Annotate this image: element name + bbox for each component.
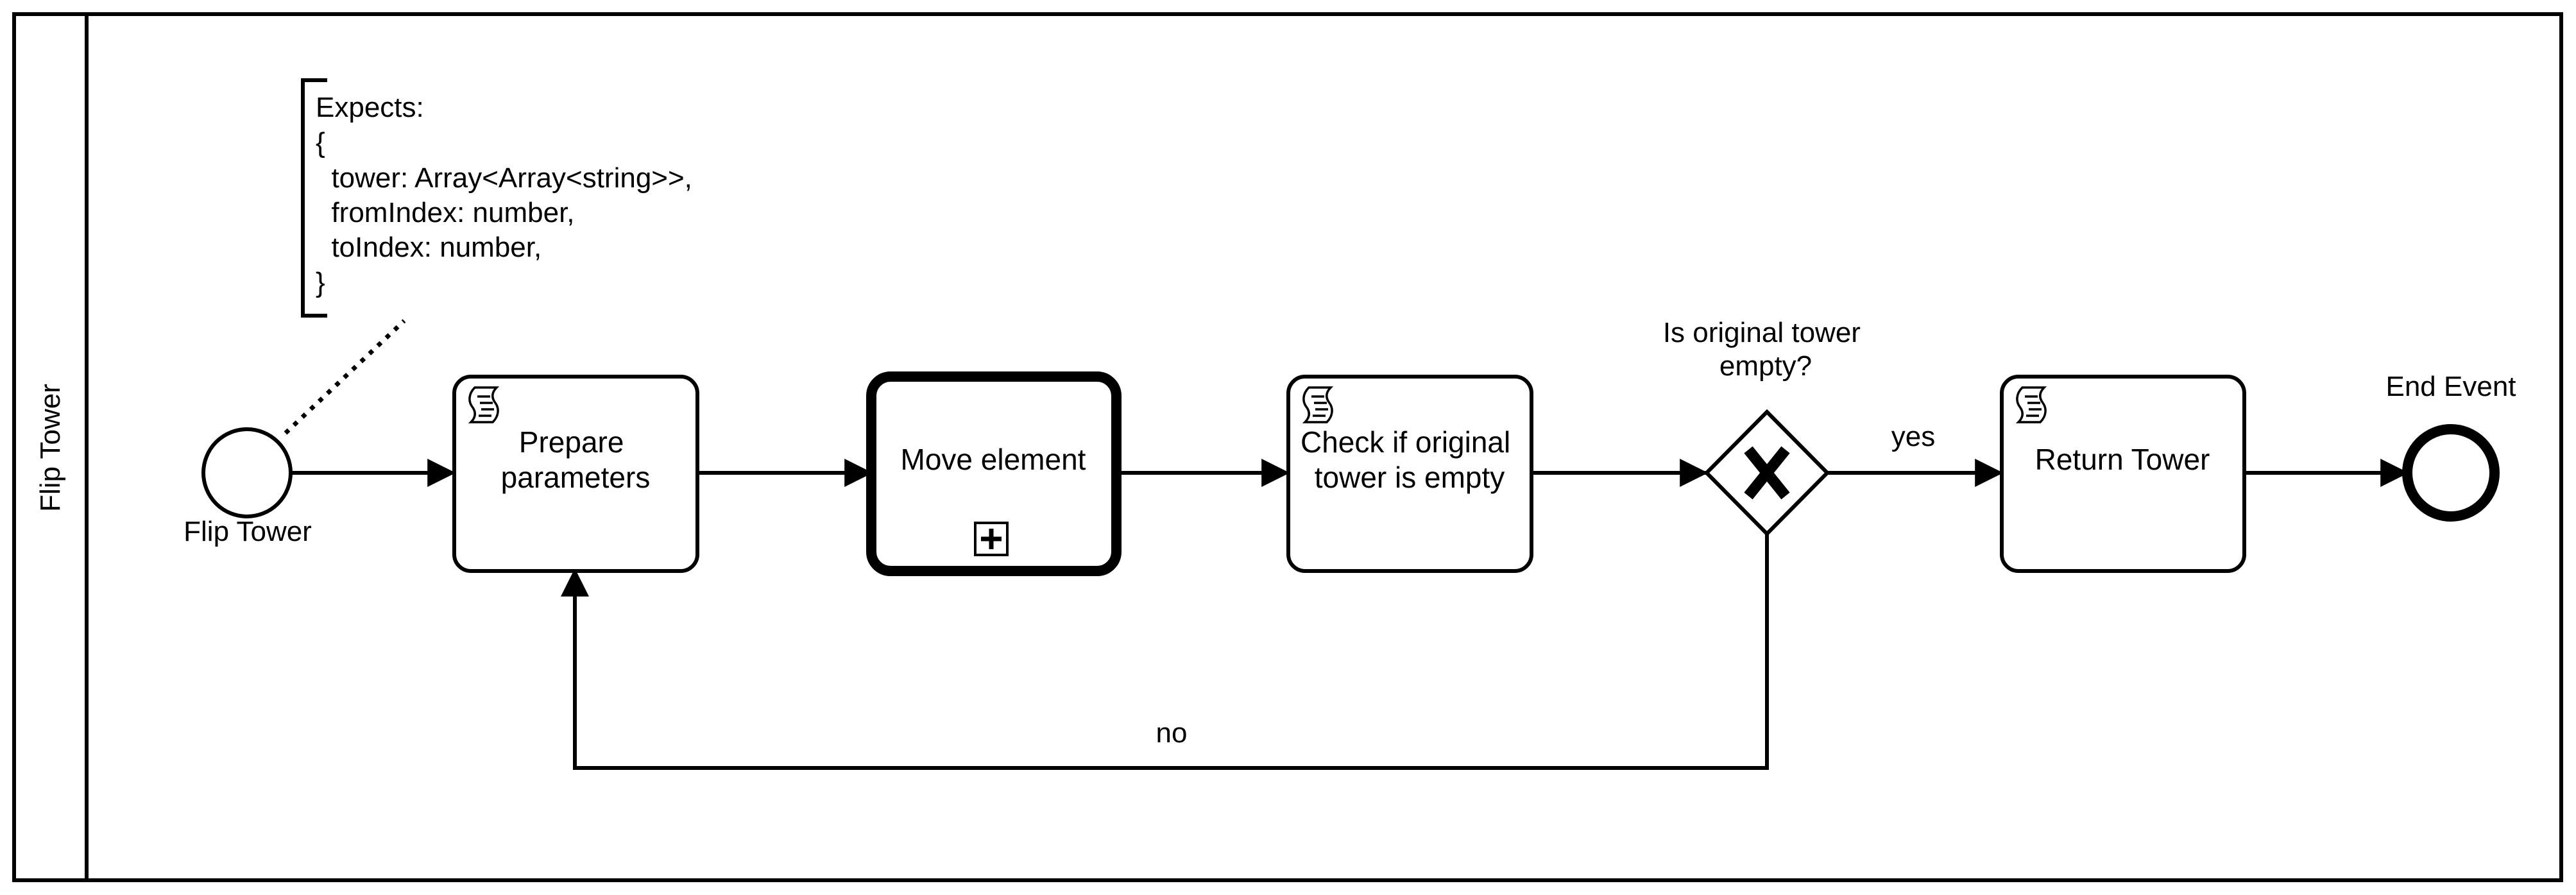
task-label: Return Tower <box>2035 443 2210 476</box>
annotation-line: fromIndex: number, <box>316 197 575 228</box>
end-event-label: End Event <box>2385 371 2516 402</box>
subprocess-label: Move element <box>901 443 1086 476</box>
text-annotation[interactable]: Expects: { tower: Array<Array<string>>, … <box>301 78 700 318</box>
gateway-label: empty? <box>1719 350 1812 382</box>
annotation-line: tower: Array<Array<string>>, <box>316 162 692 194</box>
gateway-label: Is original tower <box>1663 317 1861 348</box>
task-label: tower is empty <box>1315 461 1505 494</box>
flow-label-yes: yes <box>1891 421 1935 452</box>
annotation-line: } <box>316 267 325 298</box>
subprocess-expand-icon[interactable] <box>974 522 1009 556</box>
task-label: Prepare <box>519 425 624 459</box>
start-event-label: Flip Tower <box>183 516 312 547</box>
task-label: parameters <box>501 461 651 494</box>
task-prepare-parameters[interactable]: Prepare parameters <box>452 375 699 573</box>
annotation-association <box>284 319 406 435</box>
sequence-flows <box>291 459 2409 770</box>
task-check-tower-empty[interactable]: Check if original tower is empty <box>1286 375 1533 573</box>
svg-text:Is original tower empty?: Is original tower empty? <box>1663 317 1868 382</box>
pool-label: Flip Tower <box>35 384 66 512</box>
task-label: Check if original <box>1301 425 1510 459</box>
flow-label-no: no <box>1156 717 1188 749</box>
end-event[interactable] <box>2402 424 2500 522</box>
annotation-line: { <box>316 127 325 158</box>
annotation-line: toIndex: number, <box>316 232 542 263</box>
script-icon <box>468 386 500 423</box>
annotation-line: Expects: <box>316 92 424 123</box>
svg-text:Check if original tower: Check if original tower is empty <box>1301 425 1519 494</box>
start-event[interactable] <box>201 427 293 518</box>
exclusive-x-icon <box>1744 446 1790 500</box>
svg-text:Prepare parameters: Prepare parameters <box>501 425 651 494</box>
script-icon <box>2015 386 2047 423</box>
script-icon <box>1302 386 1334 423</box>
subprocess-move-element[interactable]: Move element <box>866 371 1122 576</box>
task-return-tower[interactable]: Return Tower <box>2000 375 2246 573</box>
svg-text:Expects: { tower: Expects: { tower: Array<Array<string>>, … <box>316 92 700 298</box>
exclusive-gateway[interactable] <box>1703 409 1830 537</box>
flow-gateway-loop-no <box>561 534 1769 770</box>
